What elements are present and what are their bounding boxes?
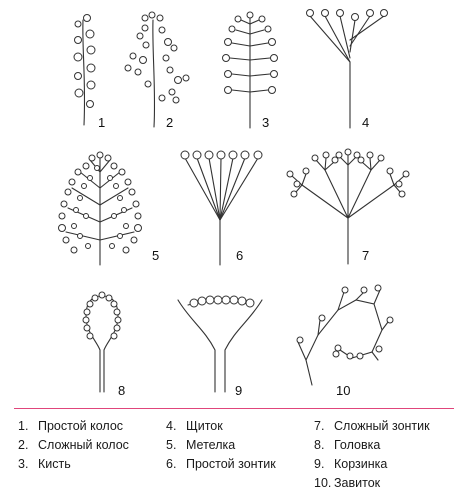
legend-item: 7.Сложный зонтик <box>314 419 430 433</box>
legend-item: 1.Простой колос <box>18 419 124 433</box>
legend-item: 9.Корзинка <box>314 457 388 471</box>
legend-column-2: 4.Щиток 5.Метелка 6.Простой зонтик <box>166 417 276 474</box>
legend-column-1: 1.Простой колос 2.Сложный колос 3.Кисть <box>18 417 129 474</box>
raceme-drawing <box>222 11 278 129</box>
corymb-drawing <box>306 9 388 129</box>
label-6: 6 <box>236 248 243 263</box>
label-7: 7 <box>362 248 369 263</box>
panicle-drawing <box>58 151 142 266</box>
label-10: 10 <box>336 383 350 398</box>
label-2: 2 <box>166 115 173 130</box>
capitulum-drawing <box>177 295 263 393</box>
legend-item: 10.Завиток <box>314 476 381 490</box>
label-4: 4 <box>362 115 369 130</box>
simple-spike-drawing <box>73 14 96 126</box>
legend: 1.Простой колос 2.Сложный колос 3.Кисть … <box>14 408 454 491</box>
legend-item: 5.Метелка <box>166 438 236 452</box>
legend-item: 2.Сложный колос <box>18 438 129 452</box>
cincinnus-drawing <box>296 284 394 386</box>
legend-item: 6.Простой зонтик <box>166 457 276 471</box>
head-drawing <box>82 291 122 393</box>
label-9: 9 <box>235 383 242 398</box>
compound-umbel-drawing <box>286 148 410 265</box>
legend-column-3: 7.Сложный зонтик 8.Головка 9.Корзинка 10… <box>314 417 430 493</box>
inflorescence-diagram: 1 2 3 4 <box>58 9 410 398</box>
label-3: 3 <box>262 115 269 130</box>
legend-item: 4.Щиток <box>166 419 223 433</box>
simple-umbel-drawing <box>180 150 263 266</box>
legend-item: 8.Головка <box>314 438 381 452</box>
label-5: 5 <box>152 248 159 263</box>
compound-spike-drawing <box>124 11 190 128</box>
label-8: 8 <box>118 383 125 398</box>
label-1: 1 <box>98 115 105 130</box>
legend-item: 3.Кисть <box>18 457 71 471</box>
